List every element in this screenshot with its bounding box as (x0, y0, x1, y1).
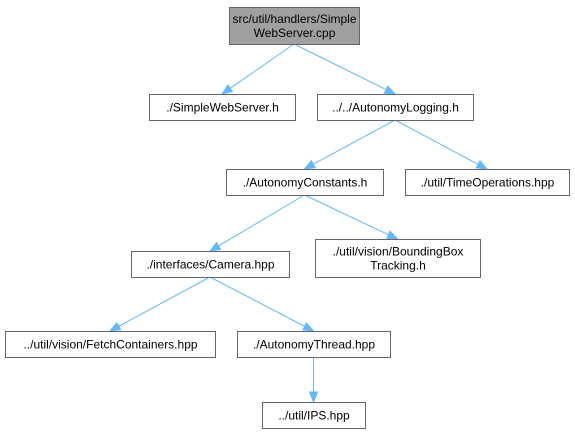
edge-root-to-autonomylogging_h (293, 43, 397, 95)
edge-line (394, 119, 479, 165)
arrowhead-icon (220, 84, 234, 95)
node-label: ./SimpleWebServer.h (166, 101, 279, 115)
arrowhead-icon (383, 85, 397, 95)
node-box (149, 94, 296, 121)
node-ips_hpp[interactable]: ../util/IPS.hpp (262, 402, 366, 429)
node-autonomythread_hpp[interactable]: ./AutonomyThread.hpp (237, 331, 391, 358)
arrowhead-icon (308, 391, 319, 404)
node-label: ../util/vision/FetchContainers.hpp (23, 338, 197, 352)
node-box (262, 402, 366, 429)
node-label: ./AutonomyConstants.h (243, 176, 368, 190)
node-box (5, 331, 216, 358)
edge-autonomyconstants_h-to-camera_hpp (208, 194, 305, 252)
edge-line (118, 276, 211, 327)
edge-camera_hpp-to-fetchcontainers_hpp (108, 276, 211, 332)
edge-line (293, 43, 387, 91)
edges-layer (108, 43, 489, 404)
node-label: Tracking.h (370, 259, 426, 273)
arrowhead-icon (108, 321, 122, 332)
nodes-layer: src/util/handlers/SimpleWebServer.cpp ./S… (5, 7, 570, 429)
node-label: src/util/handlers/Simple (232, 12, 356, 26)
edge-autonomylogging_h-to-timeoperations_hpp (394, 119, 489, 170)
arrowhead-icon (208, 241, 222, 252)
node-box (131, 251, 290, 278)
edge-line (218, 194, 305, 247)
node-camera_hpp[interactable]: ./interfaces/Camera.hpp (131, 251, 290, 278)
node-label: ./AutonomyThread.hpp (253, 338, 375, 352)
node-autonomyconstants_h[interactable]: ./AutonomyConstants.h (226, 169, 384, 196)
node-simplewebserver_h[interactable]: ./SimpleWebServer.h (149, 94, 296, 121)
node-box (229, 7, 360, 45)
node-box (226, 169, 384, 196)
node-fetchcontainers_hpp[interactable]: ../util/vision/FetchContainers.hpp (5, 331, 216, 358)
node-box (237, 331, 391, 358)
node-label: ../util/IPS.hpp (278, 409, 350, 423)
node-label: ./interfaces/Camera.hpp (146, 258, 274, 272)
node-label: ./util/vision/BoundingBox (333, 245, 464, 259)
edge-autonomylogging_h-to-autonomyconstants_h (303, 119, 396, 170)
arrowhead-icon (303, 159, 316, 170)
node-box (405, 169, 570, 196)
edge-line (209, 276, 305, 327)
edge-line (304, 194, 389, 236)
edge-camera_hpp-to-autonomythread_hpp (209, 276, 315, 332)
arrowhead-icon (301, 321, 315, 332)
node-label: ../../AutonomyLogging.h (332, 101, 459, 115)
edge-line (313, 119, 396, 165)
node-label: WebServer.cpp (254, 26, 336, 40)
edge-autonomythread_hpp-to-ips_hpp (308, 357, 319, 404)
node-timeoperations_hpp[interactable]: ./util/TimeOperations.hpp (405, 169, 570, 196)
edge-autonomyconstants_h-to-boundingboxtracking_h (304, 194, 399, 240)
arrowhead-icon (385, 230, 399, 240)
node-root[interactable]: src/util/handlers/SimpleWebServer.cpp (229, 7, 360, 45)
node-box (315, 239, 481, 278)
node-box (317, 94, 474, 121)
edge-root-to-simplewebserver_h (220, 43, 295, 95)
arrowhead-icon (475, 159, 489, 170)
node-autonomylogging_h[interactable]: ../../AutonomyLogging.h (317, 94, 474, 121)
edge-line (229, 43, 295, 89)
node-label: ./util/TimeOperations.hpp (421, 176, 555, 190)
